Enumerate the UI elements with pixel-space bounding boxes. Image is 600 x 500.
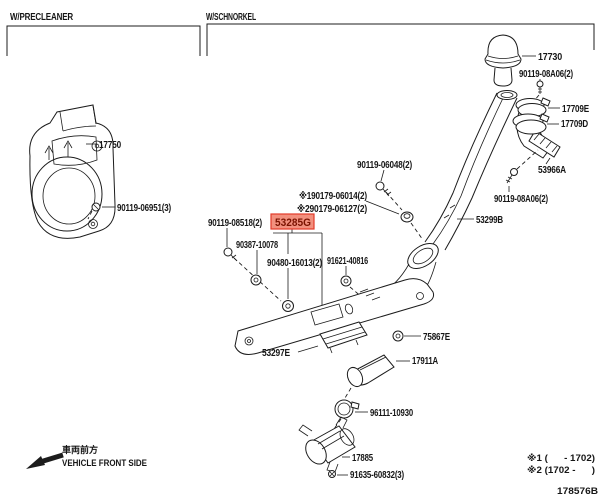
part-label-75867E: 75867E — [423, 332, 450, 343]
part-label-91621-40816: 91621-40816 — [327, 256, 368, 267]
applicability-note-2: ※2 (1702 - ) — [527, 465, 595, 475]
nut-icon-90179 — [400, 211, 424, 241]
part-label-90119-06951: 90119-06951(3) — [117, 203, 171, 214]
highlighted-part-callout-53285G[interactable]: 53285G — [270, 213, 315, 230]
part-label-90480-16013: 90480-16013(2) — [267, 258, 322, 269]
part-drawing-cap-17730 — [484, 34, 522, 87]
part-label-17709D: 17709D — [561, 119, 588, 130]
screw-icon-90119-06951 — [87, 202, 101, 220]
part-drawing-funnel-17911A — [344, 354, 395, 399]
bolt-icon-91635-60832 — [328, 470, 336, 478]
bolt-icon-90119-08A06-top — [533, 79, 544, 102]
vehicle-front-arrow-icon — [26, 452, 64, 469]
part-label-note1-90179-06014: ※190179-06014(2) — [299, 190, 367, 202]
bolt-icon-90119-06048 — [375, 169, 403, 211]
nut-icon-90387-10078 — [250, 250, 262, 286]
part-drawing-snorkel-53299B — [424, 90, 518, 251]
part-label-17911A: 17911A — [412, 356, 438, 367]
part-label-17750: 17750 — [99, 140, 122, 151]
section-bracket-precleaner — [6, 25, 201, 56]
part-label-17885: 17885 — [352, 453, 373, 464]
flow-arrow-icon — [44, 145, 54, 160]
part-label-96111-10930: 96111-10930 — [370, 408, 413, 419]
applicability-note-1: ※1 ( - 1702) — [527, 453, 595, 463]
part-label-17730: 17730 — [538, 52, 563, 63]
section-title-precleaner: W/PRECLEANER — [10, 12, 74, 23]
part-drawing-inlet-duct-assembly — [234, 243, 439, 355]
part-label-90119-08A06-bottom: 90119-08A06(2) — [494, 194, 548, 205]
part-label-note2-90179-06127: ※290179-06127(2) — [297, 203, 367, 215]
part-label-53297E: 53297E — [262, 348, 290, 359]
flow-arrow-icon — [63, 140, 73, 157]
vehicle-front-label-en: VEHICLE FRONT SIDE — [62, 458, 147, 468]
highlight-box — [270, 213, 315, 230]
part-drawing-strap-53966A — [528, 130, 561, 158]
diagram-code: 178576B — [557, 486, 599, 496]
nut-icon-75867E — [392, 330, 404, 342]
part-label-91635-60832: 91635-60832(3) — [350, 470, 404, 481]
part-label-53966A: 53966A — [538, 165, 566, 176]
part-label-53299B: 53299B — [476, 215, 503, 226]
bolt-icon-90119-08A06-bottom — [505, 149, 539, 192]
clamp-icon-96111-10930 — [333, 399, 360, 430]
part-label-90119-06048: 90119-06048(2) — [357, 160, 412, 171]
leader-53966A — [545, 157, 551, 165]
callout-bracket-53285G — [273, 229, 323, 318]
section-title-schnorkel: W/SCHNORKEL — [206, 12, 256, 23]
part-drawing-resonator-53297E — [319, 321, 368, 354]
grommet-icon-90480-16013 — [282, 300, 294, 312]
section-bracket-schnorkel — [206, 23, 595, 56]
leader-90179-notes — [365, 200, 400, 215]
part-label-90119-08518: 90119-08518(2) — [208, 218, 262, 229]
part-drawing-pipe-17885 — [298, 416, 356, 473]
leader-53297E — [297, 345, 319, 353]
part-label-90387-10078: 90387-10078 — [236, 240, 278, 251]
clamp-icon-17709E — [515, 97, 551, 117]
clamp-icon-17709D — [512, 113, 550, 135]
part-label-53285G-highlighted: 53285G — [275, 217, 311, 229]
part-drawing-precleaner-17750 — [29, 104, 116, 239]
part-label-17709E: 17709E — [562, 104, 589, 115]
part-label-90119-08A06-top: 90119-08A06(2) — [519, 69, 573, 80]
vehicle-front-label-jp: 車両前方 — [62, 444, 98, 455]
